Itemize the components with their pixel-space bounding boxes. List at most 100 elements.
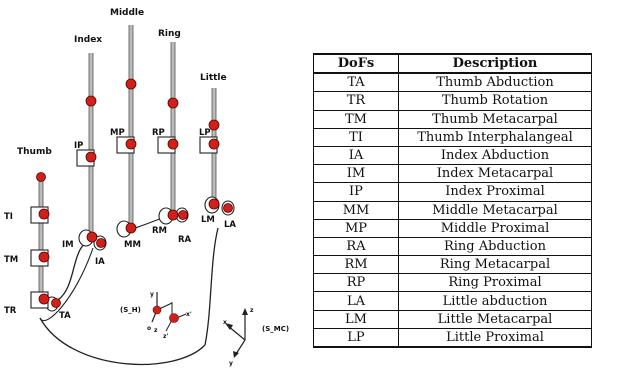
dof-cell: RA (313, 236, 399, 257)
index-palm-link (39, 247, 94, 322)
joint-label-rp: RP (152, 128, 165, 138)
joint-mm-ball (125, 222, 137, 234)
joint-label-ra: RA (178, 235, 192, 245)
joint-label-mm: MM (124, 240, 141, 250)
description-cell: Ring Proximal (398, 273, 592, 293)
joint-rm-ball (167, 209, 179, 221)
hand-dof-diagram: Thumb Index Middle Ring Little TI TM TR … (4, 8, 289, 367)
description-cell: Middle Proximal (398, 218, 592, 238)
thumb-rod (38, 175, 44, 300)
mc-axis-x: x (223, 319, 227, 326)
hand-axis-xp: x' (186, 311, 192, 318)
palm-arc (39, 317, 206, 366)
little-tip-ball (208, 119, 220, 131)
index-rod (88, 53, 94, 238)
description-cell: Little Metacarpal (398, 309, 592, 329)
joint-label-tr: TR (4, 306, 17, 316)
joint-balls (36, 78, 233, 308)
dof-cell: IA (313, 145, 399, 166)
description-cell: Middle Metacarpal (398, 200, 592, 220)
joint-label-ia: IA (95, 257, 105, 267)
index-tip-ball (85, 95, 97, 107)
little-link (204, 227, 219, 346)
dof-cell: TR (313, 91, 399, 111)
dof-cell: MM (313, 200, 399, 220)
description-cell: Thumb Rotation (398, 91, 592, 111)
joint-lm-ball (208, 198, 220, 210)
mc-frame-label: (S_MC) (262, 325, 289, 333)
description-cell: Index Proximal (398, 182, 592, 202)
description-cell: Ring Metacarpal (398, 255, 592, 275)
middle-rod (128, 25, 134, 228)
dof-cell: TA (313, 72, 399, 93)
joint-label-mp: MP (110, 128, 125, 138)
dof-cell: TM (313, 109, 399, 129)
finger-label-little: Little (200, 73, 227, 83)
description-cell: Index Abduction (398, 145, 592, 166)
dof-cell: IM (313, 164, 399, 184)
finger-label-middle: Middle (110, 8, 144, 18)
joint-mp-ball (125, 138, 137, 150)
ring-rod (170, 42, 176, 217)
dof-column-header: DoFs (313, 52, 399, 75)
hand-frame-label: (S_H) (120, 306, 141, 314)
hand-frame: (S_H) y o z x' z' (120, 291, 192, 340)
description-cell: Thumb Metacarpal (398, 109, 592, 129)
dof-table-header-row: DoFs Description (313, 52, 592, 75)
mc-frame: (S_MC) z x y (223, 307, 289, 367)
joint-label-ta: TA (59, 311, 71, 321)
dof-cell: IP (313, 182, 399, 202)
joint-label-ti: TI (4, 212, 13, 222)
joint-label-im: IM (62, 240, 74, 250)
joint-rp-ball (167, 138, 179, 150)
description-column-header: Description (398, 52, 592, 75)
joint-ti-ball (38, 208, 50, 220)
hand-axis-y: y (150, 291, 154, 298)
dof-cell: RM (313, 255, 399, 275)
dof-cell: TI (313, 127, 399, 147)
description-cell: Thumb Abduction (398, 72, 592, 93)
finger-label-ring: Ring (158, 29, 181, 39)
middle-tip-ball (125, 78, 137, 90)
description-cell: Little abduction (398, 291, 592, 311)
joint-tm-ball (38, 251, 50, 263)
joint-lp-ball (208, 138, 220, 150)
joint-label-la: LA (224, 220, 236, 230)
joint-la-ball (223, 203, 233, 213)
thumb-tip-ball (36, 172, 46, 182)
joint-im-ball (86, 231, 98, 243)
joint-ta-ball (51, 298, 61, 308)
finger-label-index: Index (74, 35, 102, 45)
joint-label-rm: RM (152, 226, 167, 236)
dof-cell: LA (313, 291, 399, 311)
finger-label-thumb: Thumb (17, 147, 52, 157)
description-cell: Index Metacarpal (398, 164, 592, 184)
mc-axis-z: z (250, 307, 254, 314)
joint-label-ip: IP (74, 141, 83, 151)
hand-axis-zp: z' (163, 333, 168, 340)
hand-frame-secondary-ball (169, 313, 179, 323)
dof-cell: MP (313, 218, 399, 238)
description-cell: Thumb Interphalangeal (398, 127, 592, 147)
dof-cell: LP (313, 327, 399, 348)
joint-ra-ball (178, 210, 188, 220)
joint-ip-ball (85, 151, 97, 163)
dof-cell: LM (313, 309, 399, 329)
joint-tr-ball (38, 293, 50, 305)
description-cell: Ring Abduction (398, 236, 592, 257)
joint-label-tm: TM (4, 255, 18, 265)
